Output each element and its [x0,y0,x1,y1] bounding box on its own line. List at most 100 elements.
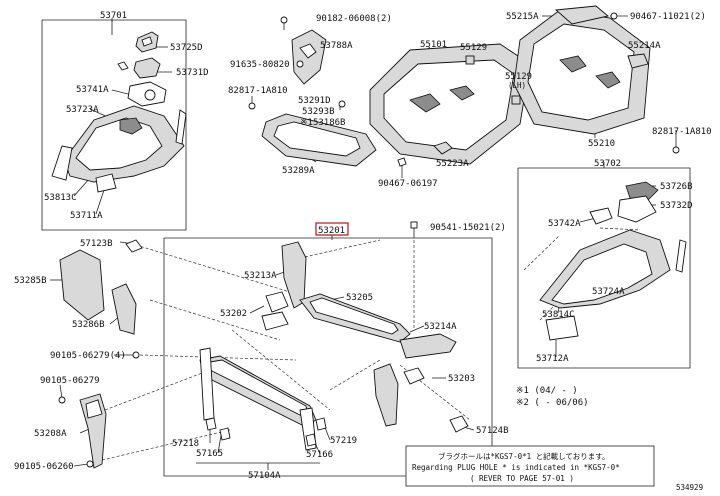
label-90467b: 90467-11021(2) [630,12,706,22]
label-55210: 55210 [588,139,615,149]
label-53813c: 53813C [44,193,77,203]
clip-53291d [338,100,346,108]
label-90182: 90182-06008(2) [316,14,392,24]
bolt-90105b [58,396,66,404]
label-91635: 91635-80820 [230,60,290,70]
label-57219: 57219 [330,436,357,446]
bolt-90467b [610,12,618,20]
part-53285b [59,249,105,321]
part-57218-57219 [205,417,327,431]
part-53205-upper-support [299,293,411,343]
part-53214a [399,333,457,359]
label-55223a: 55223A [436,159,469,169]
label-53726b: 53726B [660,182,693,192]
label-53289a: 53289A [282,166,315,176]
highlight-box-53201 [315,222,349,236]
label-53201[interactable]: 53201 [318,226,345,236]
label-55129-lh: (LH) [508,81,526,90]
part-53741a [127,81,167,107]
part-57123b [125,239,143,253]
label-57218: 57218 [172,439,199,449]
footnote-box: ブラグホールは*KGS7-0*1 と記載しております。 Regarding PL… [405,445,655,487]
bolt-91635 [296,60,304,68]
page-code: 534929 [676,483,703,492]
label-55214a: 55214A [628,41,661,51]
label-53286b: 53286B [72,320,105,330]
part-labels: 53701 53725D 53731D 53741A 53723A 53813C… [14,11,712,481]
label-53723a: 53723A [66,105,99,115]
validity-notes: ※1 (04/ - ) ※2 ( - 06/06) [516,386,589,408]
part-55214a [627,53,649,69]
clip-82817a [248,102,256,110]
dashed-guides [101,227,641,461]
part-53203 [373,363,425,427]
plug-55129 [465,55,521,105]
label-90105c: 90105-06260 [14,462,74,472]
part-55223a [433,141,453,155]
label-55129-b: 55129 [505,72,532,82]
part-53711a-apron [51,105,187,193]
label-55129-a: 55129 [460,43,487,53]
note-1: ※1 (04/ - ) [516,386,578,396]
part-55215a [554,5,609,25]
group-box-53702 [517,167,691,369]
label-53742a: 53742A [548,219,581,229]
label-57124b: 57124B [476,426,509,436]
part-53712a-apron [539,181,687,341]
label-53814c: 53814C [542,310,575,320]
label-53213a: 53213A [244,271,277,281]
label-53202: 53202 [220,309,247,319]
part-53725d [135,31,159,53]
label-53725d: 53725D [170,43,203,53]
bolt-90467a [397,157,407,167]
footnote-line-2: Regarding PLUG HOLE * is indicated in *K… [412,463,620,472]
footnote-line-1: ブラグホールは*KGS7-0*1 と記載しております。 [438,451,609,461]
label-90541: 90541-15021(2) [430,223,506,233]
label-53741a: 53741A [76,85,109,95]
label-55215a: 55215A [506,12,539,22]
part-55210-cowl [513,9,651,135]
label-57165: 57165 [196,449,223,459]
part-53289a [261,113,377,167]
label-53788a: 53788A [320,41,353,51]
label-53712a: 53712A [536,354,569,364]
label-82817a: 82817-1A810 [228,86,288,96]
note-2: ※2 ( - 06/06) [516,398,589,408]
label-57166: 57166 [306,450,333,460]
part-53788a [291,29,327,85]
label-90105a: 90105-06279(4) [50,351,126,361]
label-90467a: 90467-06197 [378,179,438,189]
label-53724a: 53724A [592,287,625,297]
bolt-90541 [410,221,418,229]
label-53732d: 53732D [660,201,693,211]
part-53286b [111,283,137,335]
bolt-90105c [86,460,94,468]
label-90105b: 90105-06279 [40,376,100,386]
label-53701: 53701 [100,11,127,21]
label-57104a: 57104A [248,471,281,481]
part-55101-dash-panel [369,43,531,165]
label-53208a: 53208A [34,429,67,439]
label-53293b: 53293B [302,107,335,117]
label-53731d: 53731D [176,68,209,78]
part-53213a [281,241,307,309]
label-53291d: 53291D [298,96,331,106]
label-53702: 53702 [594,159,621,169]
label-53186b: ※153186B [300,118,345,128]
bolt-90182 [280,16,288,30]
part-53208a [79,393,107,469]
part-53202 [261,291,289,331]
label-53285b: 53285B [14,276,47,286]
clip-82817b [672,146,680,154]
part-57124b [449,415,469,433]
footnote-line-3: ( REVER TO PAGE 57-01 ) [470,474,574,483]
label-82817b: 82817-1A810 [652,127,712,137]
part-53731d [117,57,161,79]
label-55101: 55101 [420,40,447,50]
label-57123b: 57123B [80,239,113,249]
label-53203: 53203 [448,374,475,384]
part-57165-57166 [219,427,317,447]
group-box-53701 [41,19,187,231]
label-53711a: 53711A [70,211,103,221]
